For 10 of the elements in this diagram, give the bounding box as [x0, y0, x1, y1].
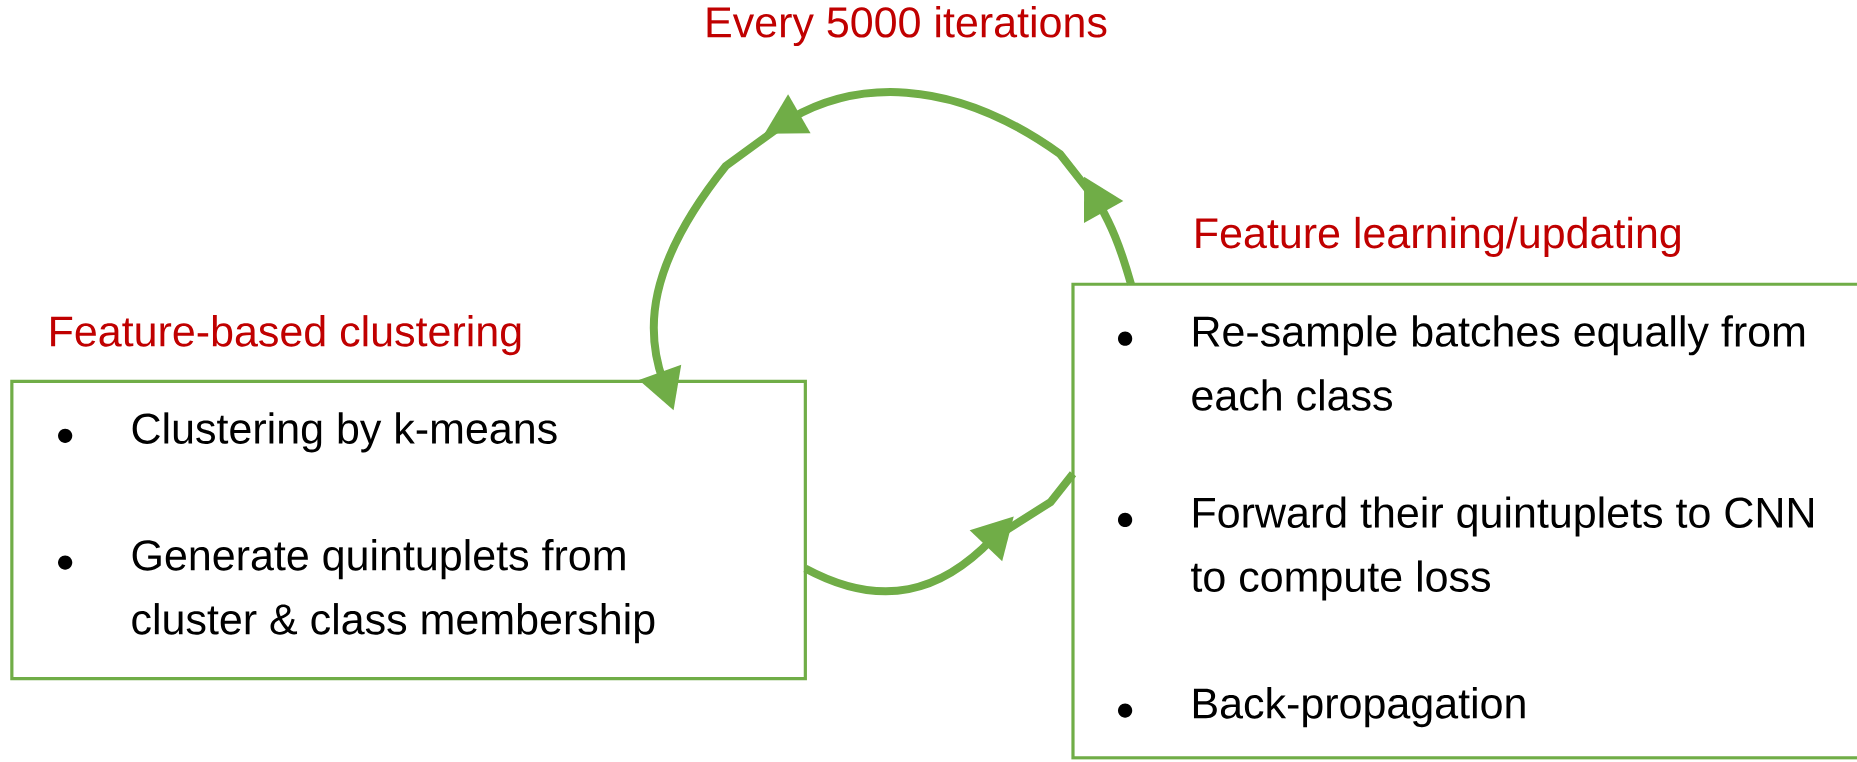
arrow	[638, 88, 1135, 411]
bullet-item: Clustering by k-means	[132, 412, 557, 453]
bullet-item: Back-propagation	[1193, 687, 1525, 728]
bullet-item: Forward their quintuplets to CNN to compute loss	[1191, 496, 1813, 601]
bullet-item: Generate quintuplets from cluster & class membership	[132, 539, 655, 644]
arrow	[803, 471, 1077, 596]
edge-label: Every 5000 iterations	[703, 5, 1109, 48]
box-heading: Feature learning/updating	[1196, 217, 1680, 258]
box-heading: Feature-based clustering	[51, 315, 521, 356]
bullet-item: Re-sample batches equally from each class	[1192, 315, 1805, 412]
